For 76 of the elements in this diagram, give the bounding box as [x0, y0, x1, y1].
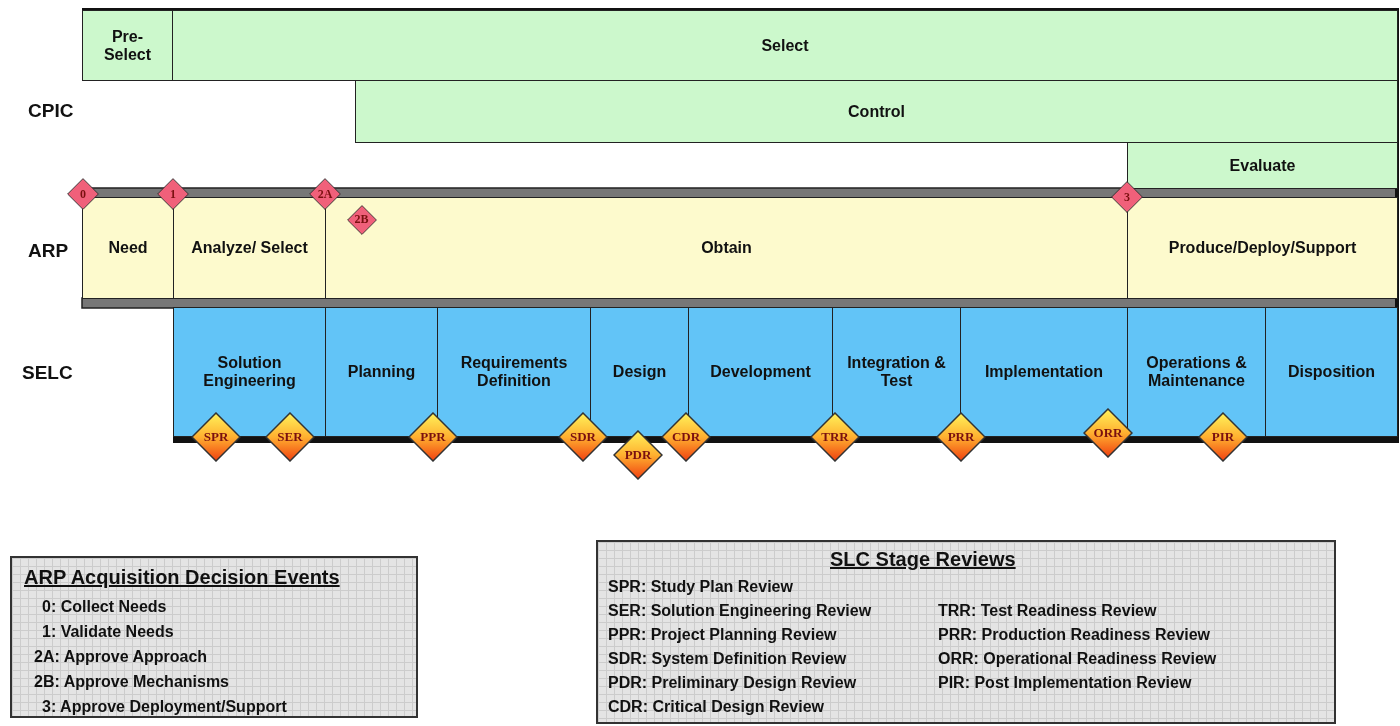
milestone-diamond — [346, 204, 377, 235]
milestone-diamond — [1198, 412, 1248, 462]
phase-label: Control — [847, 102, 906, 121]
milestone-label: PPR — [420, 429, 446, 445]
legend-entry: 0: Collect Needs — [42, 598, 167, 616]
phase-label: Requirements Definition — [459, 354, 569, 390]
milestone-label: SDR — [570, 429, 596, 445]
legend-entry: SDR: System Definition Review — [608, 650, 847, 668]
legend-entry: TRR: Test Readiness Review — [938, 602, 1157, 620]
milestone-diamond — [67, 178, 99, 210]
milestone-label: ORR — [1093, 425, 1123, 441]
legend-panel — [10, 556, 418, 718]
phase-bar — [82, 10, 173, 81]
phase-label: Solution Engineering — [202, 354, 297, 390]
phase-label: Planning — [346, 363, 417, 381]
milestone-diamond — [1083, 408, 1133, 458]
phase-label: Implementation — [983, 363, 1105, 381]
phase-label: Development — [709, 363, 812, 381]
legend-entry: ORR: Operational Readiness Review — [938, 650, 1217, 668]
milestone-diamond — [157, 178, 189, 210]
milestone-diamond — [810, 412, 860, 462]
row-label: CPIC — [28, 100, 74, 122]
phase-label: Integration & Test — [846, 354, 947, 390]
legend-heading: ARP Acquisition Decision Events — [24, 566, 340, 589]
legend-entry: PPR: Project Planning Review — [608, 626, 837, 644]
milestone-label: PRR — [947, 429, 975, 445]
legend-entry: SPR: Study Plan Review — [608, 578, 793, 596]
phase-label: Disposition — [1286, 363, 1377, 381]
milestone-label: 1 — [170, 186, 176, 202]
milestone-diamond — [265, 412, 315, 462]
milestone-diamond — [936, 412, 986, 462]
phase-bar — [1127, 142, 1398, 189]
legend-entry: 1: Validate Needs — [42, 623, 174, 641]
legend-entry: PRR: Production Readiness Review — [938, 626, 1211, 644]
row-label: SELC — [22, 362, 73, 384]
phase-label: Select — [760, 36, 810, 55]
phase-bar — [355, 80, 1398, 143]
milestone-label: 0 — [80, 186, 86, 202]
phase-label: Evaluate — [1228, 156, 1297, 175]
legend-heading: SLC Stage Reviews — [830, 548, 1016, 571]
phase-bar — [172, 10, 1398, 81]
milestone-diamond — [1111, 181, 1143, 213]
legend-entry: 3: Approve Deployment/Support — [42, 698, 287, 716]
milestone-label: 2B — [354, 212, 369, 227]
phase-bar — [82, 197, 174, 299]
milestone-label: SER — [277, 429, 303, 445]
phase-label: Operations & Maintenance — [1145, 354, 1248, 390]
legend-entry: CDR: Critical Design Review — [608, 698, 825, 716]
legend-entry: 2A: Approve Approach — [34, 648, 208, 666]
legend-panel — [596, 540, 1336, 724]
legend-entry: PDR: Preliminary Design Review — [608, 674, 857, 692]
legend-entry: PIR: Post Implementation Review — [938, 674, 1192, 692]
row-label: ARP — [28, 240, 69, 262]
phase-label: Produce/Deploy/Support — [1167, 239, 1358, 257]
legend-entry: SER: Solution Engineering Review — [608, 602, 872, 620]
milestone-label: PIR — [1211, 429, 1235, 445]
milestone-label: CDR — [671, 429, 701, 445]
milestone-diamond — [309, 178, 341, 210]
milestone-label: TRR — [821, 429, 849, 445]
legend-entry: 2B: Approve Mechanisms — [34, 673, 229, 691]
phase-label: Design — [611, 363, 668, 381]
milestone-diamond — [661, 412, 711, 462]
phase-label: Pre- Select — [102, 27, 153, 64]
phase-label: Analyze/ Select — [190, 239, 309, 257]
milestone-diamond — [191, 412, 241, 462]
milestone-diamond — [558, 412, 608, 462]
phase-bar — [1265, 307, 1398, 437]
milestone-label: 3 — [1124, 189, 1130, 205]
phase-label: Need — [107, 239, 149, 257]
milestone-label: 2A — [317, 186, 333, 202]
milestone-diamond — [408, 412, 458, 462]
milestone-label: PDR — [624, 447, 652, 463]
milestone-label: SPR — [203, 429, 229, 445]
phase-label: Obtain — [700, 239, 753, 257]
phase-bar — [173, 197, 326, 299]
milestone-diamond — [613, 430, 663, 480]
